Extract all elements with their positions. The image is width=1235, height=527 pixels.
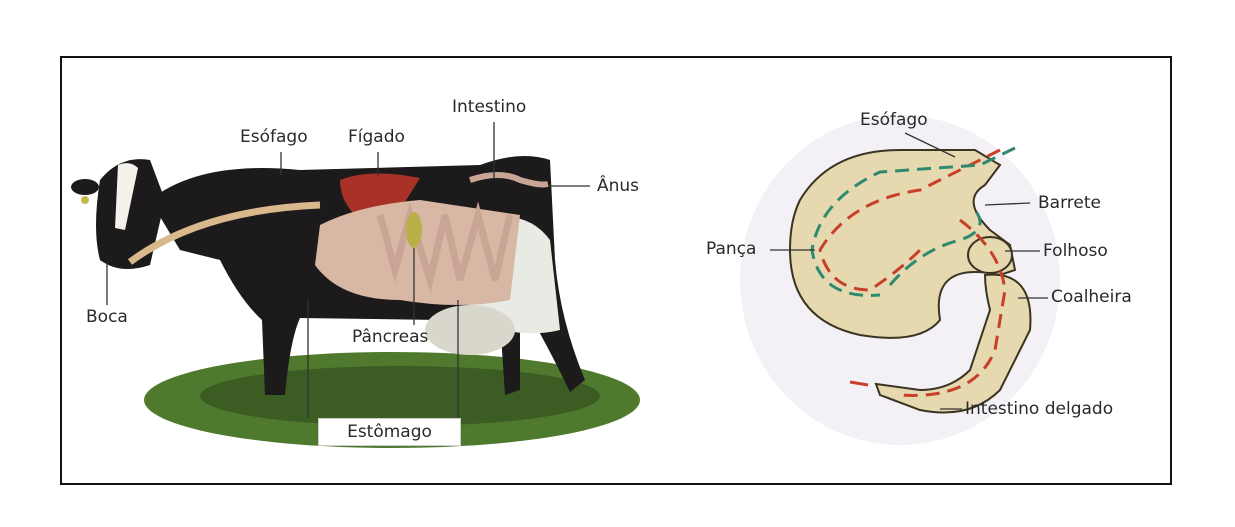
esophagus-tube bbox=[127, 201, 321, 265]
label-coalheira: Coalheira bbox=[1051, 287, 1132, 307]
label-esofago-stomach: Esófago bbox=[860, 110, 928, 130]
label-intestino-delgado: Intestino delgado bbox=[965, 399, 1114, 419]
label-boca: Boca bbox=[86, 307, 128, 327]
cow-head bbox=[96, 159, 165, 269]
label-folhoso: Folhoso bbox=[1043, 241, 1108, 261]
label-pancreas: Pâncreas bbox=[352, 327, 429, 347]
pancreas-shape bbox=[406, 212, 422, 248]
label-estomago: Estômago bbox=[318, 418, 461, 446]
label-esofago: Esófago bbox=[240, 127, 308, 147]
coalheira-shape bbox=[874, 273, 1032, 414]
label-figado: Fígado bbox=[348, 127, 405, 147]
stomach-shape bbox=[315, 200, 520, 305]
intestine-tube bbox=[376, 201, 514, 294]
label-barrete: Barrete bbox=[1038, 193, 1101, 213]
label-intestino: Intestino bbox=[452, 97, 527, 117]
label-panca: Pança bbox=[706, 239, 757, 259]
panca-shape bbox=[788, 149, 1017, 339]
folhoso-shape bbox=[967, 236, 1013, 274]
label-anus: Ânus bbox=[597, 176, 640, 196]
